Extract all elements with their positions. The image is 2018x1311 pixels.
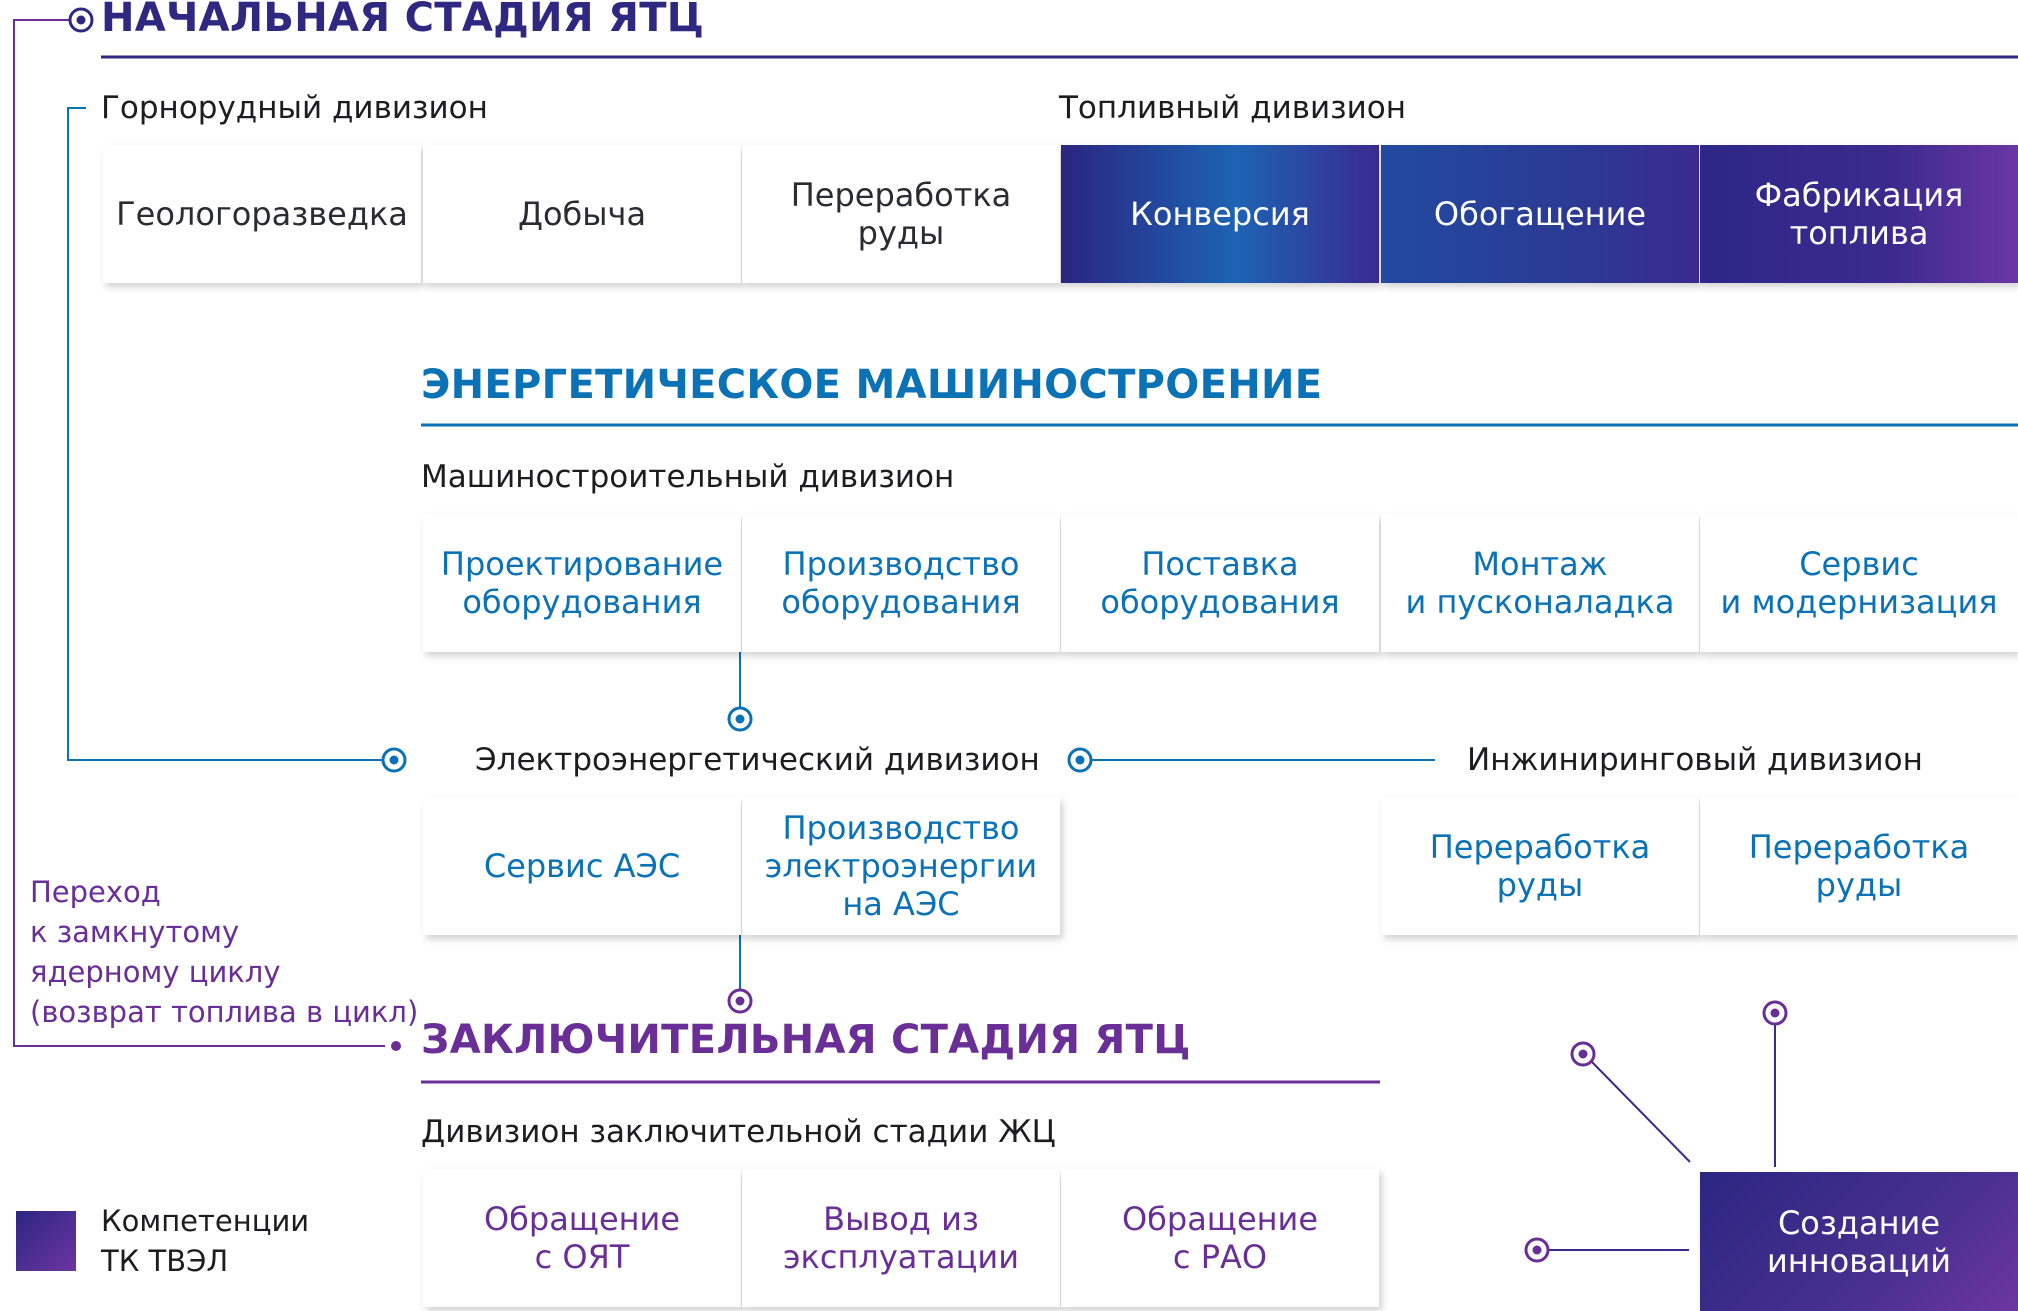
box-engineering-2: Переработка руды: [1700, 797, 2018, 935]
label-backend-division: Дивизион заключительной стадии ЖЦ: [421, 1114, 1056, 1150]
dot-innovation-horiz: [1524, 1237, 1550, 1263]
box-service-modernization: Сервис и модернизация: [1700, 514, 2018, 652]
dot-production: [727, 706, 753, 732]
box-installation: Монтаж и пусконаладка: [1381, 514, 1699, 652]
legend-swatch: [16, 1211, 76, 1271]
box-npp-service: Сервис АЭС: [423, 797, 741, 935]
innovation-connector-diag: [1590, 1060, 1691, 1163]
dot-initial: [68, 7, 94, 33]
label-mining-division: Горнорудный дивизион: [101, 90, 488, 126]
box-equipment-production: Производство оборудования: [742, 514, 1060, 652]
closed-cycle-note: Переход к замкнутому ядерному циклу (воз…: [30, 875, 419, 1029]
box-decommissioning: Вывод из эксплуатации: [742, 1169, 1060, 1307]
dot-innovation-diag: [1570, 1041, 1596, 1067]
box-geology: Геологоразведка: [103, 145, 421, 283]
dot-engineering: [1067, 747, 1093, 773]
box-engineering-1: Переработка руды: [1381, 797, 1699, 935]
box-equipment-supply: Поставка оборудования: [1061, 514, 1379, 652]
box-enrichment: Обогащение: [1381, 145, 1699, 283]
box-fuel-fabrication: Фабрикация топлива: [1700, 145, 2018, 283]
mining-power-connector: [67, 107, 385, 761]
dot-power-left: [381, 747, 407, 773]
legend-label: Компетенции ТК ТВЭЛ: [101, 1204, 310, 1278]
label-engineering-division: Инжиниринговый дивизион: [1467, 742, 1923, 778]
label-fuel-division: Топливный дивизион: [1059, 90, 1407, 126]
heading-initial-stage: НАЧАЛЬНАЯ СТАДИЯ ЯТЦ: [101, 0, 705, 41]
box-mining: Добыча: [423, 145, 741, 283]
label-power-division: Электроэнергетический дивизион: [475, 742, 1040, 778]
closed-cycle-connector: [13, 19, 385, 1047]
box-ore-processing: Переработка руды: [742, 145, 1060, 283]
box-rao-management: Обращение с РАО: [1061, 1169, 1379, 1307]
box-snf-management: Обращение с ОЯТ: [423, 1169, 741, 1307]
box-innovation: Создание инноваций: [1700, 1172, 2018, 1311]
heading-energy-machinery: ЭНЕРГЕТИЧЕСКОЕ МАШИНОСТРОЕНИЕ: [421, 362, 1323, 408]
dot-final-small: [391, 1041, 401, 1051]
label-machine-division: Машиностроительный дивизион: [421, 459, 955, 495]
box-npp-power-production: Производство электроэнергии на АЭС: [742, 797, 1060, 935]
dot-innovation-vert: [1762, 1000, 1788, 1026]
box-equipment-design: Проектирование оборудования: [423, 514, 741, 652]
dot-power-final: [727, 988, 753, 1014]
heading-final-stage: ЗАКЛЮЧИТЕЛЬНАЯ СТАДИЯ ЯТЦ: [421, 1017, 1191, 1063]
box-conversion: Конверсия: [1061, 145, 1379, 283]
